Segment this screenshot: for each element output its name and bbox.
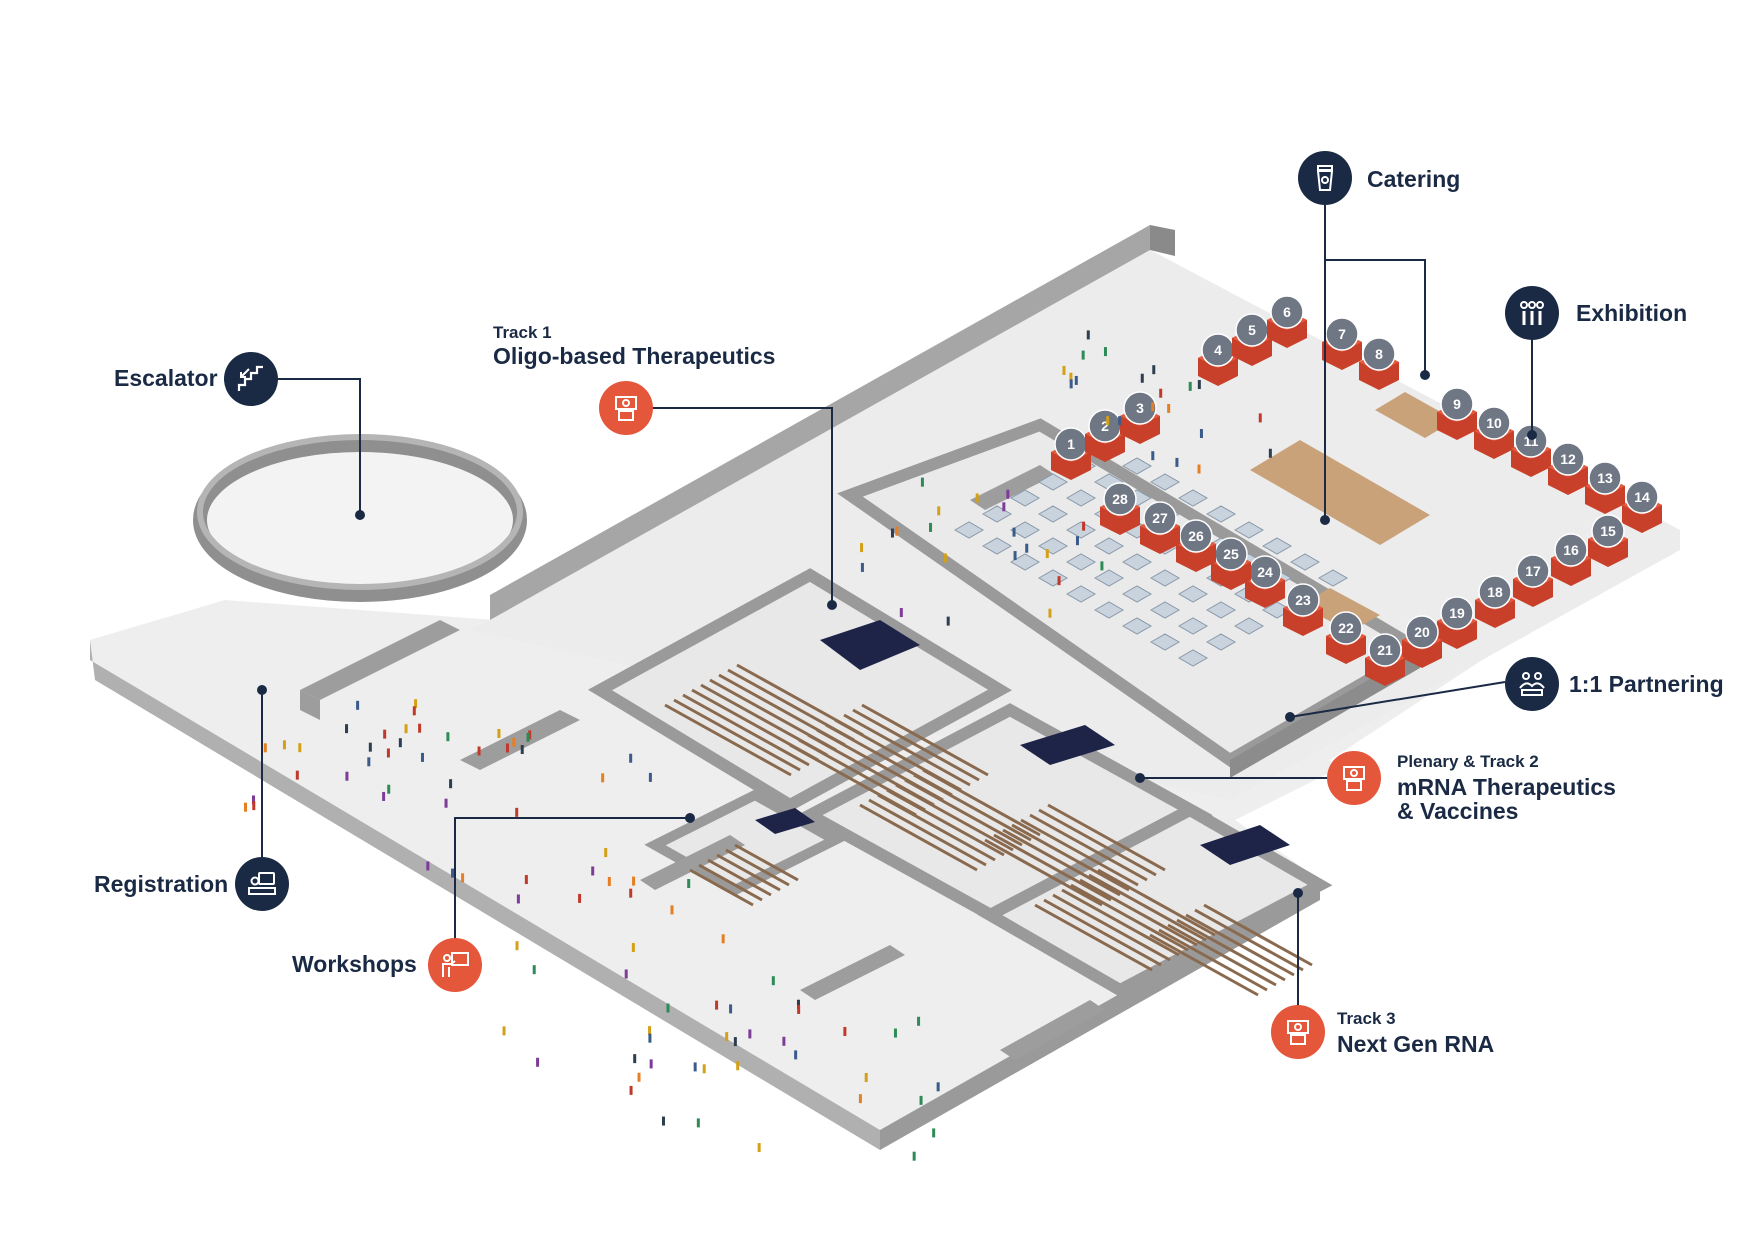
booth-number: 9 [1453,396,1461,412]
booth-10[interactable]: 10 [1474,406,1514,459]
partnering-label: 1:1 Partnering [1569,671,1724,697]
booth-number: 4 [1214,342,1222,358]
booth-number: 28 [1112,491,1128,507]
booth-4[interactable]: 4 [1198,333,1238,386]
booth-27[interactable]: 27 [1140,501,1180,554]
booth-23[interactable]: 23 [1283,583,1323,636]
plenary-sub-label: Plenary & Track 2 [1397,752,1539,771]
workshops-label: Workshops [292,951,417,977]
booth-5[interactable]: 5 [1232,313,1272,366]
booth-number: 8 [1375,346,1383,362]
registration-icon[interactable] [235,857,289,911]
booth-24[interactable]: 24 [1245,555,1285,608]
booth-20[interactable]: 20 [1402,615,1442,668]
booth-number: 19 [1449,605,1465,621]
exhibition-booths: 1234567891011121314151617181920212223242… [1051,295,1662,686]
booth-1[interactable]: 1 [1051,427,1091,480]
booth-9[interactable]: 9 [1437,387,1477,440]
track1-sub-label: Track 1 [493,323,552,342]
leader-lines [261,205,1533,1032]
track3-icon[interactable] [1271,1005,1325,1059]
booth-12[interactable]: 12 [1548,442,1588,495]
booth-15[interactable]: 15 [1588,514,1628,567]
booth-8[interactable]: 8 [1359,337,1399,390]
booth-number: 16 [1563,542,1579,558]
plenary-icon[interactable] [1327,751,1381,805]
track1-icon[interactable] [599,381,653,435]
booth-6[interactable]: 6 [1267,295,1307,348]
partnering-icon[interactable] [1505,657,1559,711]
plenary-title-label-1: mRNA Therapeutics [1397,774,1616,800]
track3-sub-label: Track 3 [1337,1009,1396,1028]
plenary-title-label-2: & Vaccines [1397,798,1519,824]
seating-rows [664,663,1313,997]
booth-3[interactable]: 3 [1120,391,1160,444]
booth-number: 7 [1338,326,1346,342]
booth-28[interactable]: 28 [1100,482,1140,535]
leader-dots [257,370,1537,898]
partition-walls [300,465,1105,1060]
booth-number: 6 [1283,304,1291,320]
booth-21[interactable]: 21 [1365,633,1405,686]
booth-number: 21 [1377,642,1393,658]
booth-number: 23 [1295,592,1311,608]
booth-17[interactable]: 17 [1513,554,1553,607]
track1-room [587,568,1013,812]
booth-25[interactable]: 25 [1211,537,1251,590]
booth-7[interactable]: 7 [1322,317,1362,370]
booth-22[interactable]: 22 [1326,611,1366,664]
booth-number: 17 [1525,563,1541,579]
booth-11[interactable]: 11 [1511,424,1551,477]
track1-title-label: Oligo-based Therapeutics [493,343,776,369]
registration-label: Registration [94,871,229,897]
booth-13[interactable]: 13 [1585,461,1625,514]
booth-number: 10 [1486,415,1502,431]
booth-26[interactable]: 26 [1176,519,1216,572]
workshops-icon[interactable] [428,938,482,992]
exhibition-icon[interactable] [1505,286,1559,340]
booth-number: 22 [1338,620,1354,636]
booth-number: 14 [1634,489,1650,505]
booth-number: 20 [1414,624,1430,640]
escalator-icon[interactable] [224,352,278,406]
booth-number: 13 [1597,470,1613,486]
catering-label: Catering [1367,166,1461,192]
booth-number: 24 [1257,564,1273,580]
track3-title-label: Next Gen RNA [1337,1031,1495,1057]
catering-icon[interactable] [1298,151,1352,205]
booth-19[interactable]: 19 [1437,596,1477,649]
booth-number: 26 [1188,528,1204,544]
booth-number: 25 [1223,546,1239,562]
booth-number: 5 [1248,322,1256,338]
exhibition-label: Exhibition [1576,300,1688,326]
booth-18[interactable]: 18 [1475,575,1515,628]
booth-number: 18 [1487,584,1503,600]
booth-number: 3 [1136,400,1144,416]
booth-14[interactable]: 14 [1622,480,1662,533]
booth-number: 27 [1152,510,1168,526]
booth-number: 1 [1067,436,1075,452]
booth-number: 2 [1101,418,1109,434]
booth-number: 12 [1560,451,1576,467]
booth-number: 15 [1600,523,1616,539]
escalator-label: Escalator [114,365,218,391]
booth-16[interactable]: 16 [1551,533,1591,586]
attendees [244,330,1272,1161]
